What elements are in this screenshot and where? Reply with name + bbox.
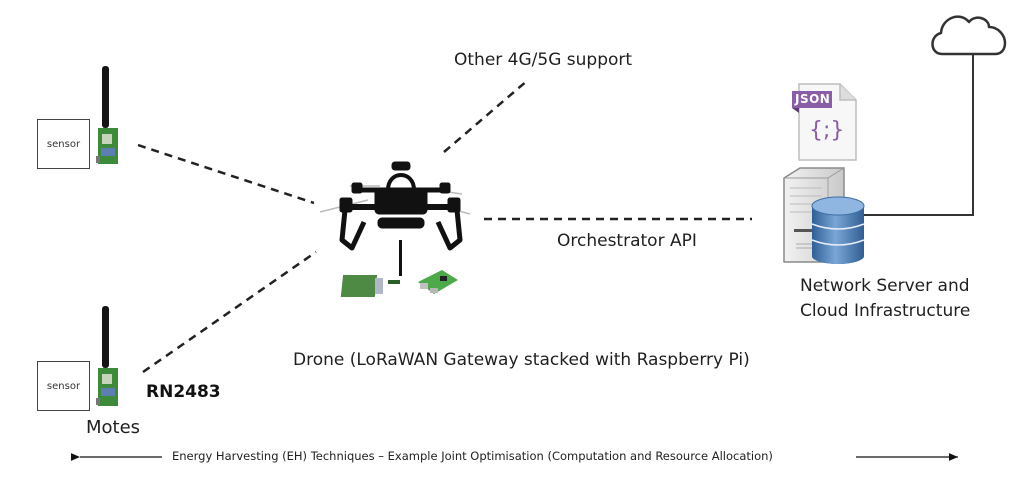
link-server-cloud bbox=[862, 52, 974, 216]
drone-icon bbox=[319, 161, 471, 276]
json-badge: JSON bbox=[795, 92, 831, 106]
json-glyph: {;} bbox=[809, 118, 845, 143]
json-file-icon bbox=[792, 83, 857, 161]
drone-label: Drone (LoRaWAN Gateway stacked with Rasp… bbox=[293, 350, 750, 370]
sensor-label-2: sensor bbox=[46, 380, 81, 392]
orchestrator-label: Orchestrator API bbox=[557, 231, 697, 251]
footer-caption: Energy Harvesting (EH) Techniques – Exam… bbox=[172, 449, 773, 463]
raspberry-pi-icon bbox=[418, 270, 458, 294]
lorawan-gateway-board-icon bbox=[340, 275, 400, 297]
server-label-line2: Cloud Infrastructure bbox=[800, 301, 971, 321]
sensor-box-2: sensor bbox=[37, 361, 90, 411]
link-drone-cellular bbox=[443, 79, 529, 153]
cellular-label: Other 4G/5G support bbox=[454, 50, 633, 70]
link-mote2-drone bbox=[142, 250, 317, 374]
sensor-label-1: sensor bbox=[46, 138, 81, 150]
motes-label: Motes bbox=[86, 417, 141, 438]
cloud-icon bbox=[931, 15, 1007, 56]
sensor-box-1: sensor bbox=[37, 119, 90, 169]
server-label-line1: Network Server and bbox=[800, 276, 970, 296]
module-label: RN2483 bbox=[146, 382, 221, 402]
mote-1-module-icon bbox=[96, 66, 118, 164]
database-icon bbox=[811, 196, 865, 264]
mote-2-module-icon bbox=[96, 306, 118, 406]
link-mote1-drone bbox=[137, 143, 315, 205]
